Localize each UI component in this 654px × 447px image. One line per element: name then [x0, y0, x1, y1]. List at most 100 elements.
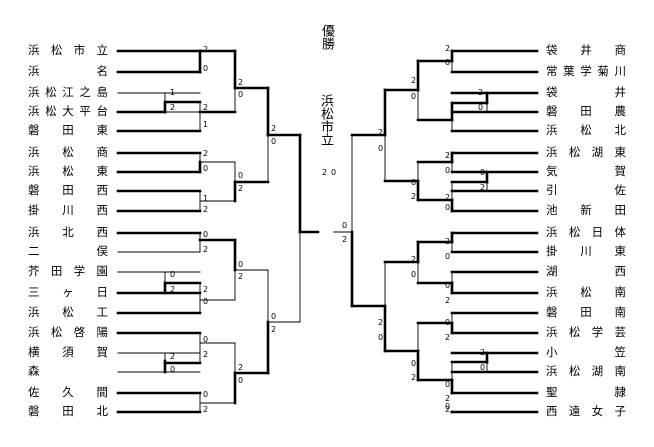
score-label: 2 — [203, 245, 209, 254]
score-label: 0 — [445, 380, 451, 389]
score-label: 0 — [203, 335, 209, 344]
score-label: 0 — [238, 260, 244, 269]
left-team-name: 佐久間 — [28, 385, 108, 399]
score-label: 2 — [238, 184, 244, 193]
right-team-name: 磐田南 — [546, 305, 626, 319]
score-label: 0 — [238, 90, 244, 99]
left-team-name: 芥田学園 — [28, 264, 108, 278]
right-team-name: 聖隷 — [546, 385, 626, 399]
score-label: 0 — [203, 164, 209, 173]
score-label: 0 — [203, 390, 209, 399]
champion-label: 優勝 — [319, 24, 334, 50]
left-team-name: 掛川西 — [28, 203, 108, 217]
score-label: 1 — [203, 194, 209, 203]
score-label: 2 — [445, 44, 451, 53]
score-label: 0 — [411, 270, 417, 279]
score-label: 0 — [170, 365, 176, 374]
left-team-name: 浜松啓陽 — [28, 325, 108, 339]
score-label: 0 — [331, 168, 337, 177]
score-label: 2 — [238, 363, 244, 372]
score-label: 2 — [203, 149, 209, 158]
score-label: 2 — [411, 76, 417, 85]
score-label: 2 — [238, 272, 244, 281]
score-label: 2 — [411, 373, 417, 382]
right-team-name: 引佐 — [546, 183, 626, 197]
right-team-name: 常葉学菊川 — [546, 64, 626, 78]
score-label: 2 — [445, 296, 451, 305]
score-label: 2 — [203, 285, 209, 294]
right-team-name: 浜松湖東 — [546, 145, 626, 159]
left-team-name: 磐田東 — [28, 123, 108, 137]
score-label: 2 — [378, 128, 384, 137]
score-label: 0 — [480, 363, 486, 372]
score-label: 1 — [170, 88, 176, 97]
right-team-name: 西遠女子 — [546, 404, 626, 418]
score-label: 0 — [445, 203, 451, 212]
score-label: 2 — [271, 325, 277, 334]
score-label: 2 — [203, 103, 209, 112]
left-team-name: 森 — [28, 364, 40, 378]
score-label: 0 — [378, 333, 384, 342]
score-label: 0 — [238, 171, 244, 180]
score-label: 2 — [378, 318, 384, 327]
left-team-name: 浜北西 — [28, 225, 108, 239]
score-label: 0 — [411, 178, 417, 187]
score-label: 0 — [445, 252, 451, 261]
score-label: 0 — [170, 270, 176, 279]
score-label: 2 — [238, 78, 244, 87]
score-label: 2 — [203, 350, 209, 359]
right-team-name: 湖西 — [546, 264, 626, 278]
score-label: 0 — [478, 103, 484, 112]
score-label: 2 — [478, 88, 484, 97]
score-label: 2 — [411, 192, 417, 201]
left-team-name: 磐田北 — [28, 404, 108, 418]
score-label: 2 — [445, 237, 451, 246]
score-label: 1 — [203, 120, 209, 129]
score-label: 0 — [203, 230, 209, 239]
right-team-name: 袋井 — [546, 85, 626, 99]
champion-name: 浜松市立 — [318, 94, 333, 146]
score-label: 0 — [238, 376, 244, 385]
left-team-name: 浜名 — [28, 64, 108, 78]
score-label: 2 — [480, 183, 486, 192]
score-label: 2 — [203, 45, 209, 54]
left-team-name: 二俣 — [28, 244, 108, 258]
score-label: 2 — [480, 348, 486, 357]
left-team-name: 浜松商 — [28, 145, 108, 159]
score-label: 2 — [445, 405, 451, 414]
right-team-name: 気賀 — [546, 164, 626, 178]
score-label: 0 — [342, 221, 348, 230]
score-label: 0 — [203, 297, 209, 306]
score-label: 0 — [445, 166, 451, 175]
score-label: 2 — [342, 235, 348, 244]
left-team-name: 浜松工 — [28, 305, 108, 319]
left-team-name: 浜松東 — [28, 164, 108, 178]
score-label: 2 — [445, 394, 451, 403]
score-label: 2 — [170, 352, 176, 361]
score-label: 2 — [271, 124, 277, 133]
right-team-name: 浜松南 — [546, 285, 626, 299]
score-label: 2 — [445, 333, 451, 342]
left-team-name: 浜松大平台 — [28, 104, 108, 118]
score-label: 2 — [445, 151, 451, 160]
score-label: 0 — [411, 92, 417, 101]
left-team-name: 浜松江之島 — [28, 85, 108, 99]
score-label: 0 — [271, 137, 277, 146]
left-team-name: 横須賀 — [28, 345, 108, 359]
right-team-name: 浜松日体 — [546, 225, 626, 239]
right-team-name: 浜松北 — [546, 123, 626, 137]
left-team-name: 磐田西 — [28, 183, 108, 197]
left-team-name: 三ヶ日 — [28, 285, 108, 299]
right-team-name: 袋井商 — [546, 43, 626, 57]
left-team-name: 浜松市立 — [28, 43, 108, 57]
score-label: 2 — [322, 168, 328, 177]
right-team-name: 磐田農 — [546, 104, 626, 118]
score-label: 0 — [445, 281, 451, 290]
score-label: 0 — [378, 144, 384, 153]
score-label: 2 — [170, 103, 176, 112]
right-team-name: 掛川東 — [546, 244, 626, 258]
right-team-name: 浜松学芸 — [546, 325, 626, 339]
score-label: 0 — [480, 168, 486, 177]
score-label: 0 — [445, 58, 451, 67]
